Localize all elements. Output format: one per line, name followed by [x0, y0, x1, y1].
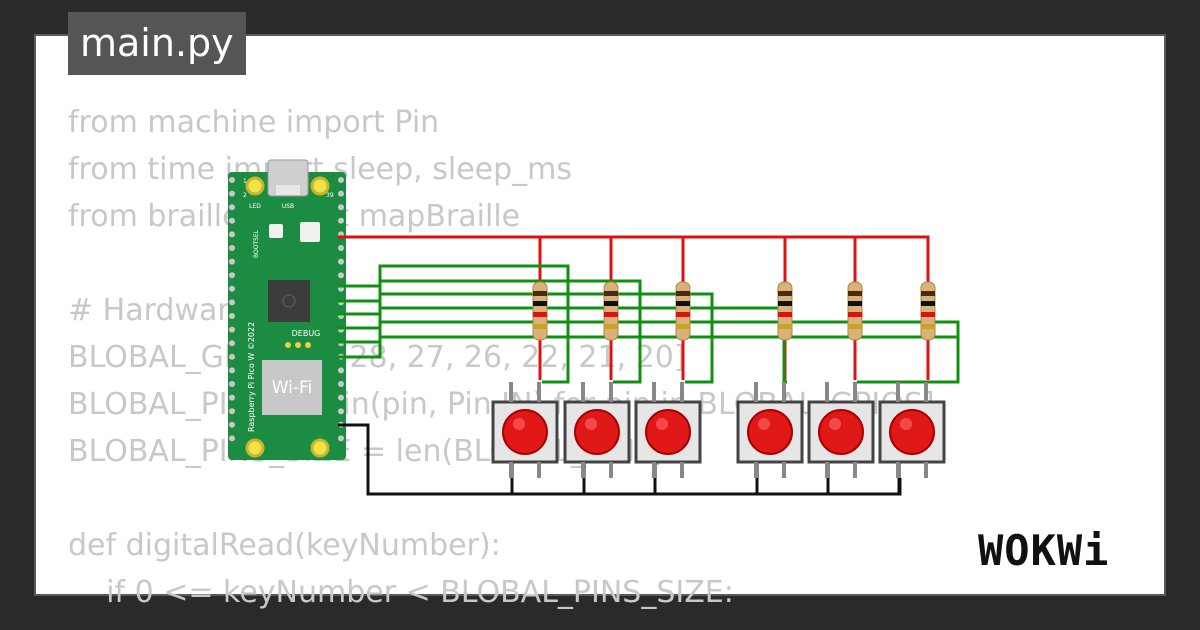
header-pin	[338, 394, 344, 401]
header-pin	[229, 408, 235, 415]
header-pin	[338, 272, 344, 279]
code-line: # Hardware	[68, 293, 248, 328]
push-button[interactable]	[736, 382, 804, 478]
resistor[interactable]	[920, 281, 936, 341]
signal-wire	[338, 279, 642, 384]
header-pin	[229, 258, 235, 265]
preview-card	[34, 34, 1166, 596]
wifi-label: Wi-Fi	[272, 378, 313, 398]
header-pin	[229, 353, 235, 360]
resistor[interactable]	[532, 281, 548, 341]
header-pin	[229, 272, 235, 279]
file-tab[interactable]: main.py	[68, 12, 246, 75]
power-wire	[338, 235, 930, 248]
signal-wire	[338, 264, 570, 384]
signal-wire	[338, 335, 960, 384]
led-label: LED	[249, 203, 261, 210]
signal-wire	[338, 320, 960, 384]
push-button[interactable]	[563, 382, 631, 478]
code-line: if 0 <= keyNumber < BLOBAL_PINS_SIZE:	[68, 575, 734, 610]
resistor[interactable]	[603, 281, 619, 341]
wokwi-logo[interactable]: WOKWi	[978, 526, 1110, 575]
header-pin	[229, 326, 235, 333]
header-pin	[229, 217, 235, 224]
pico-pins	[229, 177, 344, 442]
header-pin	[338, 217, 344, 224]
wires	[338, 235, 960, 496]
push-button[interactable]	[491, 382, 559, 478]
components	[491, 281, 946, 478]
bootsel-label: BOOTSEL	[253, 229, 260, 258]
debug-label: DEBUG	[292, 329, 321, 338]
header-pin	[229, 313, 235, 319]
push-button[interactable]	[807, 382, 875, 478]
header-pin	[229, 394, 235, 401]
header-pin	[229, 381, 235, 387]
header-pin	[338, 177, 344, 183]
pin-2-label: 2	[243, 192, 247, 199]
usb-label: USB	[282, 203, 294, 210]
code-line: from machine import Pin	[68, 105, 440, 140]
resistor[interactable]	[675, 281, 691, 341]
header-pin	[229, 231, 235, 238]
header-pin	[338, 408, 344, 415]
header-pin	[338, 258, 344, 265]
header-pin	[229, 340, 235, 347]
header-pin	[229, 299, 235, 306]
header-pin	[229, 177, 235, 183]
board-side-label: Raspberry Pi Pico W ©2022	[247, 322, 256, 432]
header-pin	[229, 204, 235, 211]
header-pin	[338, 435, 344, 442]
header-pin	[229, 435, 235, 442]
signal-wire	[338, 306, 787, 384]
header-pin	[338, 245, 344, 251]
header-pin	[338, 381, 344, 387]
resistor[interactable]	[847, 281, 863, 341]
header-pin	[338, 367, 344, 374]
push-button[interactable]	[634, 382, 702, 478]
header-pin	[229, 421, 235, 428]
resistor[interactable]	[777, 281, 793, 341]
header-pin	[338, 190, 344, 197]
push-button[interactable]	[878, 382, 946, 478]
header-pin	[229, 245, 235, 251]
code-line: from time import sleep, sleep_ms	[68, 152, 573, 187]
header-pin	[229, 367, 235, 374]
header-pin	[338, 204, 344, 211]
header-pin	[229, 190, 235, 197]
pin-39-label: 39	[326, 192, 334, 199]
header-pin	[229, 285, 235, 292]
code-line: def digitalRead(keyNumber):	[68, 528, 501, 563]
pico-board[interactable]: Wi-Fi DEBUG USB LED BOOTSEL Raspberry Pi…	[228, 159, 346, 460]
pin-1-label: 1	[243, 178, 247, 185]
